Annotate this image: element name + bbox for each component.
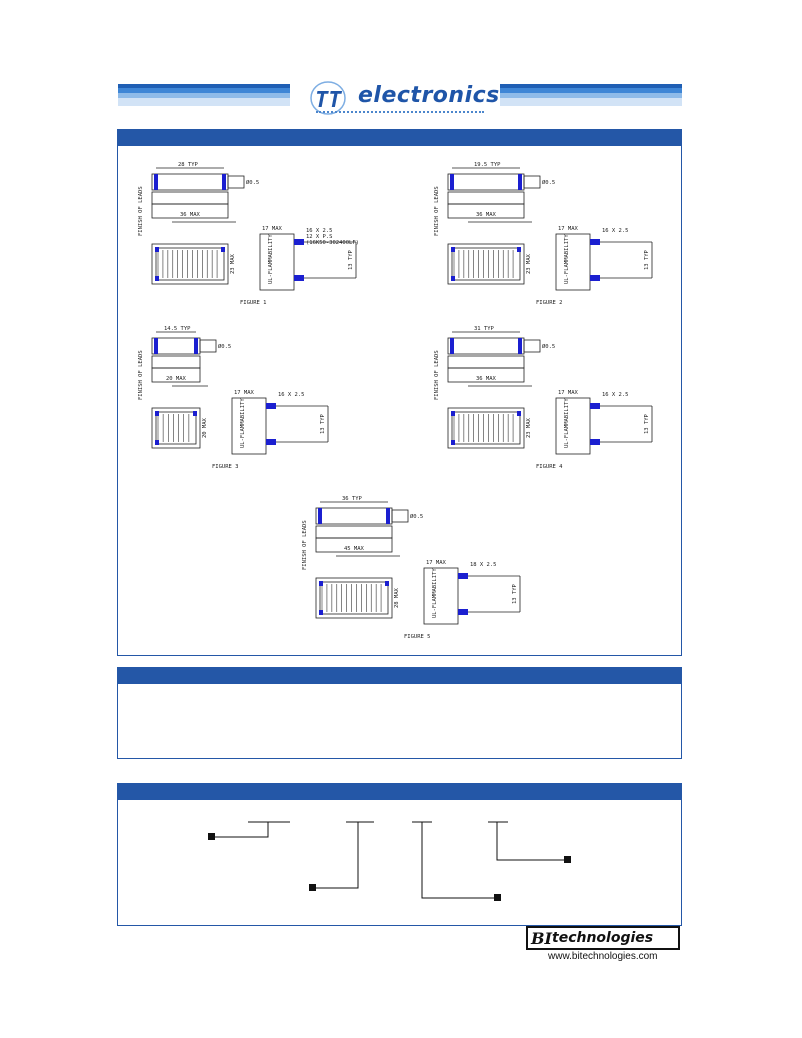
depth-dimension-label: 17 MAX [234,390,255,396]
body-marking-label: UL-FLAMMABILITY [564,398,570,448]
info-panel-header [118,668,681,684]
side-dimension-label: 13 TYP [644,249,650,270]
tt-electronics-logo: TT electronics [308,78,499,118]
side-dimension-label: 13 TYP [644,413,650,434]
finish-leads-label: FINISH OF LEADS [434,186,440,236]
bi-technologies-logo: BI technologies [526,926,680,950]
code-marker-2 [309,884,316,891]
pin-spec-label: 16 X 2.5 [602,228,629,234]
height-dimension-label: 28 MAX [394,587,400,608]
brand-wordmark: electronics [358,83,500,108]
finish-leads-label: FINISH OF LEADS [138,350,144,400]
depth-dimension-label: 17 MAX [426,560,447,566]
height-dimension-label: 23 MAX [526,253,532,274]
bi-logo-mark: BI [531,929,553,948]
pin-spec-label: 16 X 2.5 [602,392,629,398]
top-dimension-label: 19.5 TYP [474,162,501,168]
base-dimension-label: 45 MAX [344,546,365,552]
ordering-panel [117,783,682,926]
code-marker-3 [494,894,501,901]
finish-leads-label: FINISH OF LEADS [302,520,308,570]
info-panel [117,667,682,759]
body-marking-label: UL-FLAMMABILITY [268,234,274,284]
finish-leads-label: FINISH OF LEADS [138,186,144,236]
figure-caption: FIGURE 1 [240,300,267,306]
code-leader-2 [313,822,359,889]
lead-diameter-label: Ø0.5 [246,179,259,186]
bi-logo-text: technologies [552,930,654,946]
pin-spec-label: 18 X 2.5 [470,562,497,568]
lead-diameter-label: Ø0.5 [542,179,555,186]
side-dimension-label: 13 TYP [512,583,518,604]
base-dimension-label: 36 MAX [476,376,497,382]
top-dimension-label: 14.5 TYP [164,326,191,332]
lead-diameter-label: Ø0.5 [542,343,555,350]
depth-dimension-label: 17 MAX [262,226,283,232]
lead-diameter-label: Ø0.5 [218,343,231,350]
figure-caption: FIGURE 3 [212,464,239,470]
body-marking-label: UL-FLAMMABILITY [564,234,570,284]
pin-spec-label: 12 X P.S [306,234,333,240]
tt-monogram-icon: TT [310,81,346,115]
pin-spec-label: 16 X 2.5 [278,392,305,398]
side-dimension-label: 13 TYP [348,249,354,270]
top-dimension-label: 36 TYP [342,496,363,502]
base-dimension-label: 36 MAX [180,212,201,218]
code-marker-1 [208,833,215,840]
height-dimension-label: 20 MAX [202,417,208,438]
body-marking-label: UL-FLAMMABILITY [432,568,438,618]
base-dimension-label: 20 MAX [166,376,187,382]
figures-panel-header [118,130,681,146]
code-marker-4 [564,856,571,863]
depth-dimension-label: 17 MAX [558,226,579,232]
figure-caption: FIGURE 2 [536,300,563,306]
ordering-panel-header [118,784,681,800]
height-dimension-label: 23 MAX [526,417,532,438]
finish-leads-label: FINISH OF LEADS [434,350,440,400]
tt-monogram-text: TT [315,88,342,113]
base-dimension-label: 36 MAX [476,212,497,218]
code-leader-4 [496,822,565,861]
company-url: www.bitechnologies.com [548,951,658,962]
figure-caption: FIGURE 5 [404,634,431,640]
header-bar-right [500,84,682,106]
height-dimension-label: 23 MAX [230,253,236,274]
body-marking-label: UL-FLAMMABILITY [240,398,246,448]
pin-spec-label: 16 X 2.5 [306,228,333,234]
pin-spec-label: (16K50-302400LF) [306,240,359,246]
ordering-code-diagram [208,821,571,901]
top-dimension-label: 28 TYP [178,162,199,168]
logo-underline-dots [316,111,484,113]
depth-dimension-label: 17 MAX [558,390,579,396]
header-bar-left [118,84,290,106]
code-leader-3 [421,822,495,899]
figure-caption: FIGURE 4 [536,464,563,470]
side-dimension-label: 13 TYP [320,413,326,434]
code-leader-1 [213,822,269,838]
top-dimension-label: 31 TYP [474,326,495,332]
lead-diameter-label: Ø0.5 [410,513,423,520]
